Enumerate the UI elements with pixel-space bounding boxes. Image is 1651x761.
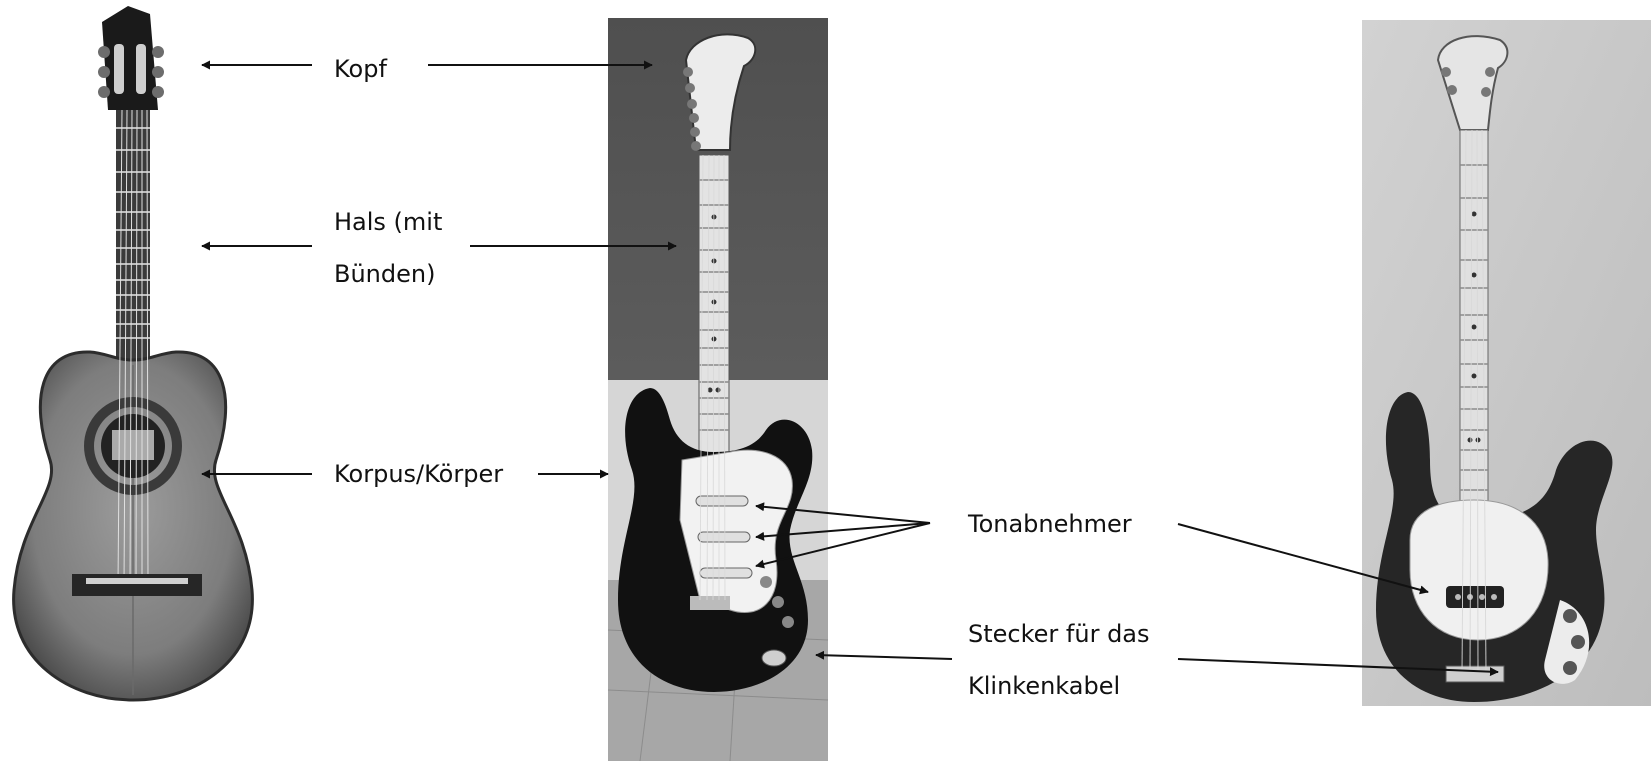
arrow-jack-electric: [816, 655, 952, 659]
electric-pickguard: [680, 450, 792, 612]
callout-arrows: [202, 65, 1498, 672]
label-hals: Hals (mit Bünden): [334, 196, 442, 300]
electric-bridge: [690, 596, 730, 610]
label-tonabnehmer: Tonabnehmer: [968, 498, 1132, 550]
label-stecker-line2: Klinkenkabel: [968, 660, 1150, 712]
acoustic-headstock: [102, 6, 158, 110]
electric-guitar-photo: [608, 18, 828, 761]
bass-guitar-photo: [1362, 20, 1651, 706]
bass-pickguard: [1410, 500, 1548, 640]
label-korpus: Korpus/Körper: [334, 448, 503, 500]
label-stecker-line1: Stecker für das: [968, 608, 1150, 660]
acoustic-guitar-photo: [14, 6, 253, 700]
label-hals-line2: Bünden): [334, 248, 442, 300]
label-stecker: Stecker für das Klinkenkabel: [968, 608, 1150, 712]
bass-bridge: [1446, 666, 1504, 682]
label-kopf: Kopf: [334, 43, 387, 95]
electric-jack: [762, 650, 786, 666]
label-hals-line1: Hals (mit: [334, 196, 442, 248]
acoustic-bridge: [72, 574, 202, 596]
